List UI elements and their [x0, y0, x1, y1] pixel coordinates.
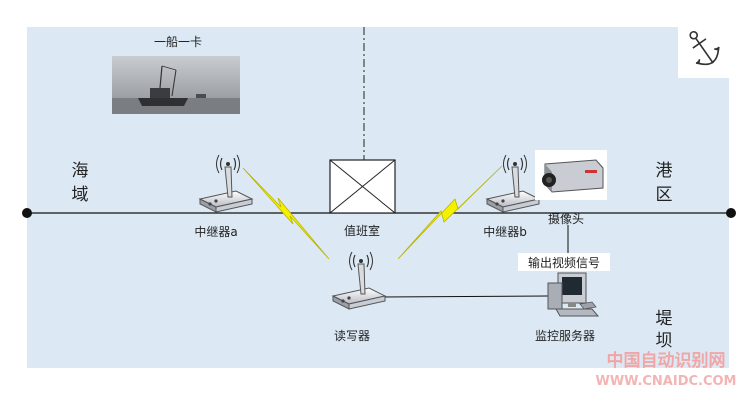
video-signal-label: 输出视频信号: [528, 255, 600, 270]
shoreline-left-endpoint: [22, 208, 32, 218]
camera-label: 摄像头: [548, 211, 584, 226]
port-area-label-1: 港: [656, 161, 673, 181]
shoreline-right-endpoint: [726, 208, 736, 218]
reader-label: 读写器: [334, 329, 370, 343]
watermark-title: 中国自动识别网: [607, 350, 726, 371]
sea-area-label-1: 海: [72, 161, 89, 181]
repeater-a-label: 中继器a: [194, 224, 237, 239]
wireless-link-right: [397, 165, 503, 260]
monitor-server-label: 监控服务器: [535, 328, 595, 343]
repeater-b-label: 中继器b: [483, 224, 527, 239]
port-area-label-2: 区: [656, 185, 673, 205]
duty-room-icon: [329, 159, 396, 214]
computer-icon: [547, 272, 600, 317]
reader-server-link: [371, 295, 549, 298]
camera-icon: [535, 150, 607, 200]
anchor-icon: [678, 22, 730, 78]
watermark-url: WWW.CNAIDC.COM: [595, 374, 736, 389]
dam-label-2: 坝: [656, 331, 673, 351]
wireless-link-left: [242, 167, 330, 260]
sea-area-label-2: 域: [72, 185, 89, 205]
video-signal-box: [518, 253, 610, 271]
boat-caption: 一船一卡: [154, 35, 202, 49]
fishing-boat-photo: [112, 56, 240, 114]
dam-label-1: 堤: [656, 309, 673, 329]
duty-room-label: 值班室: [344, 223, 380, 238]
